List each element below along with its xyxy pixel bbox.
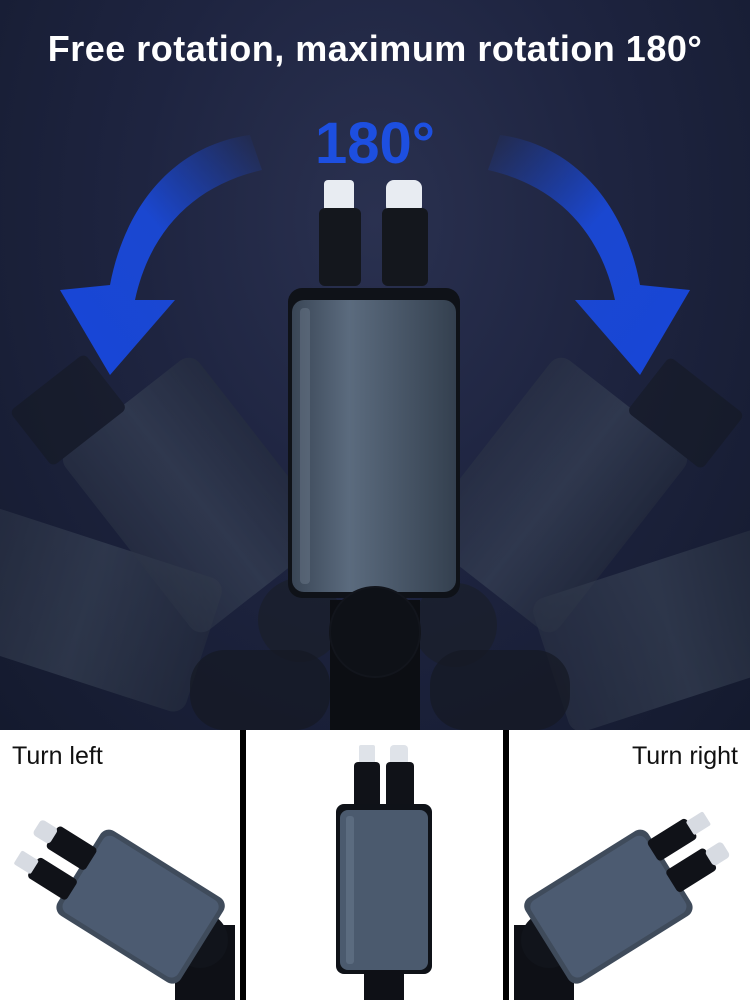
rotation-illustration — [0, 135, 750, 730]
panel-center — [246, 730, 503, 1000]
caption-turn-left: Turn left — [12, 742, 103, 770]
panel-turn-right: Turn right — [509, 730, 750, 1000]
device-hinge — [329, 586, 421, 730]
lightning-connector-icon — [319, 180, 361, 286]
rotation-examples: Turn left Turn right — [0, 730, 750, 1000]
rotation-angle-label: 180° — [315, 111, 435, 176]
usb-c-connector-icon — [382, 180, 428, 286]
device-turned-right — [514, 811, 730, 1000]
panel-turn-left: Turn left — [0, 730, 240, 1000]
device-turned-left — [14, 820, 235, 1000]
rotate-right-arrow-icon — [488, 135, 690, 375]
device-upright — [336, 745, 432, 1000]
caption-turn-right: Turn right — [631, 742, 738, 770]
ghost-device-left — [11, 355, 328, 633]
hero-section: Free rotation, maximum rotation 180° 180… — [0, 0, 750, 730]
ghost-device-far-right — [533, 528, 750, 730]
rotate-left-arrow-icon — [60, 135, 262, 375]
device-body — [288, 288, 460, 598]
headline: Free rotation, maximum rotation 180° — [47, 28, 703, 69]
ghost-device-right — [422, 357, 743, 633]
